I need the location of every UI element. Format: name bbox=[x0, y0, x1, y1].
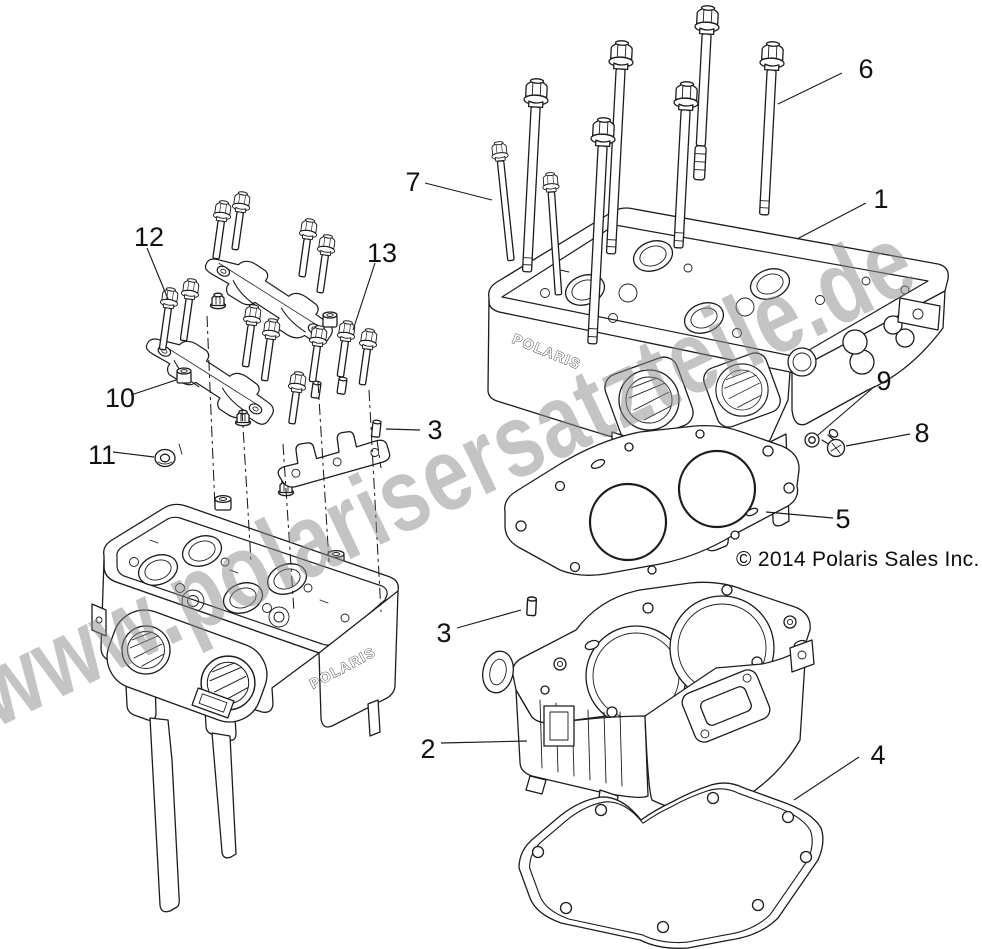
stud-pin bbox=[336, 376, 348, 396]
flange-nut bbox=[209, 292, 227, 310]
carrier-bolt bbox=[336, 319, 358, 378]
head-bolt bbox=[587, 116, 617, 345]
exhaust-port bbox=[618, 369, 680, 431]
svg-text:4: 4 bbox=[870, 740, 885, 770]
callout-8[interactable]: 8 bbox=[845, 418, 930, 448]
callout-5[interactable]: 5 bbox=[765, 504, 851, 534]
carrier-bolt bbox=[260, 317, 283, 382]
valve-cap bbox=[214, 494, 232, 511]
svg-text:2: 2 bbox=[420, 734, 435, 764]
camshaft-carrier-assembly bbox=[133, 190, 391, 566]
carrier-bolt bbox=[358, 327, 380, 386]
svg-text:7: 7 bbox=[405, 167, 420, 197]
carrier-bolt bbox=[212, 199, 234, 260]
small-head-bolt bbox=[541, 171, 563, 296]
callout-3-upper[interactable]: 3 bbox=[385, 415, 443, 445]
callout-13[interactable]: 13 bbox=[352, 238, 397, 331]
callout-1[interactable]: 1 bbox=[796, 184, 889, 240]
carrier-bolt bbox=[308, 324, 330, 383]
svg-text:1: 1 bbox=[873, 184, 888, 214]
dowel-pin bbox=[370, 419, 382, 438]
sealing-washer bbox=[804, 432, 820, 448]
callout-2[interactable]: 2 bbox=[420, 734, 528, 764]
tick-mark bbox=[178, 443, 183, 455]
callout-11[interactable]: 11 bbox=[88, 440, 155, 470]
svg-text:13: 13 bbox=[367, 238, 397, 268]
cylinder bbox=[482, 581, 815, 813]
svg-text:6: 6 bbox=[858, 54, 873, 84]
dowel-bushing bbox=[322, 311, 338, 328]
callout-3-lower[interactable]: 3 bbox=[436, 609, 522, 648]
rocker-support-bracket bbox=[277, 431, 391, 488]
svg-text:3: 3 bbox=[436, 618, 451, 648]
svg-text:10: 10 bbox=[105, 383, 135, 413]
head-bolt bbox=[605, 39, 635, 255]
carrier-bolt bbox=[231, 190, 253, 251]
cylinder-head-lower: POLARIS bbox=[91, 503, 399, 913]
head-bolt bbox=[673, 80, 700, 249]
base-gasket bbox=[518, 782, 824, 949]
stud-pin bbox=[310, 380, 322, 400]
callout-10[interactable]: 10 bbox=[105, 379, 177, 413]
head-gasket bbox=[504, 424, 800, 576]
dowel-bushing bbox=[176, 367, 192, 384]
small-head-bolt bbox=[489, 140, 515, 262]
callout-4[interactable]: 4 bbox=[793, 740, 886, 801]
exhaust-port bbox=[715, 363, 769, 417]
head-bolt bbox=[759, 40, 786, 216]
carrier-bolt bbox=[158, 286, 181, 351]
svg-text:5: 5 bbox=[835, 504, 850, 534]
svg-text:11: 11 bbox=[88, 440, 116, 470]
valve-seal-ring bbox=[154, 448, 176, 468]
carrier-bolt bbox=[287, 370, 309, 425]
intake-port bbox=[121, 625, 171, 675]
copyright-text: © 2014 Polaris Sales Inc. bbox=[736, 548, 980, 571]
svg-text:12: 12 bbox=[134, 222, 164, 252]
carrier-bolt bbox=[316, 233, 338, 294]
dowel-pin bbox=[526, 596, 538, 617]
svg-text:8: 8 bbox=[914, 418, 929, 448]
head-bolts bbox=[489, 4, 786, 345]
alignment-centerlines bbox=[206, 315, 382, 613]
head-bolt bbox=[521, 77, 550, 273]
callout-9[interactable]: 9 bbox=[817, 366, 892, 436]
callout-6[interactable]: 6 bbox=[777, 54, 874, 105]
carrier-bolt bbox=[179, 277, 202, 342]
carrier-bolt bbox=[298, 217, 320, 278]
head-bolt bbox=[693, 4, 721, 181]
callout-7[interactable]: 7 bbox=[405, 167, 493, 201]
oil-check-screw bbox=[821, 428, 846, 458]
svg-text:3: 3 bbox=[427, 415, 442, 445]
callout-12[interactable]: 12 bbox=[134, 222, 169, 300]
carrier-bolt bbox=[241, 303, 264, 368]
callouts: 1 2 3 3 4 5 6 7 8 9 10 11 12 13 bbox=[88, 54, 930, 801]
svg-text:9: 9 bbox=[876, 366, 891, 396]
